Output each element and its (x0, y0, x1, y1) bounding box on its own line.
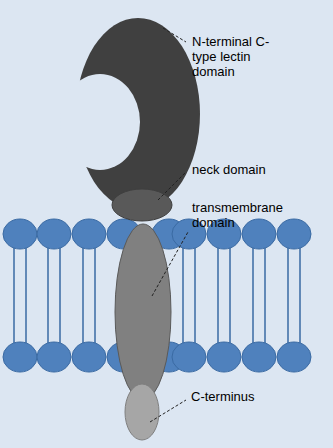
lectin-domain-shape (60, 18, 200, 210)
part-label: C-terminus (191, 389, 311, 404)
leader-lines (150, 28, 188, 422)
c-terminus-shape (125, 384, 159, 440)
part-label: transmembrane domain (192, 200, 290, 230)
part-label: neck domain (192, 162, 312, 177)
transmembrane-shape (115, 224, 171, 400)
neck-domain-shape (112, 189, 172, 221)
part-label: N-terminal C-type lectin domain (192, 34, 290, 79)
